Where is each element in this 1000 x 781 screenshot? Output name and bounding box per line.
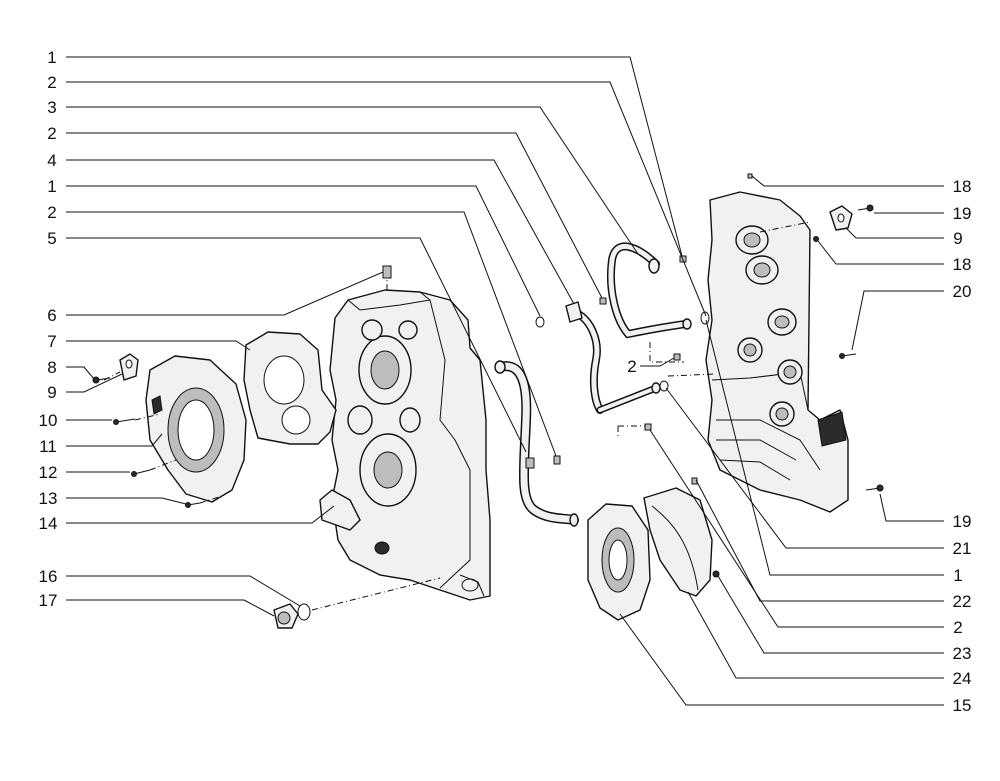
leader-lines [66,56,944,706]
callout-15: 15 [953,696,972,715]
callout-1: 1 [47,48,56,67]
callout-2: 2 [627,357,636,376]
part-11-cover [145,355,247,503]
callout-11: 11 [39,437,57,456]
callout-10: 10 [39,411,58,430]
part-12-bolt [131,469,151,477]
callout-2: 2 [47,124,56,143]
callout-22: 22 [953,592,972,611]
callout-19: 19 [953,204,972,223]
callout-21: 21 [953,539,972,558]
callout-9: 9 [953,229,962,248]
callout-3: 3 [47,98,56,117]
callout-8: 8 [47,358,56,377]
callout-9: 9 [47,383,56,402]
callout-2: 2 [47,73,56,92]
callout-7: 7 [47,332,56,351]
assembly-centerlines [103,221,811,611]
callout-23: 23 [953,644,972,663]
callout-1: 1 [953,566,962,585]
part-15-disc [587,503,651,621]
callout-1: 1 [47,177,56,196]
callout-16: 16 [39,567,58,586]
part-9-lifting-eye-right [829,205,853,231]
callout-17: 17 [39,591,58,610]
callout-18: 18 [953,177,972,196]
part-21-pipe [596,380,669,414]
callout-12: 12 [39,463,58,482]
callout-labels: 1 2 3 2 4 1 2 5 6 7 8 9 10 11 12 13 14 1… [39,48,972,715]
part-18-plug-top [747,173,753,179]
callout-2: 2 [47,203,56,222]
part-7-gasket [243,331,337,445]
callout-13: 13 [39,489,58,508]
callout-24: 24 [953,669,972,688]
part-3-tube [607,242,692,339]
callout-18: 18 [953,255,972,274]
callout-14: 14 [39,514,58,533]
part-17-cap [273,603,299,629]
part-18-plug-mid [813,236,819,242]
part-4-tube [535,301,604,414]
part-24-shield [643,487,713,597]
callout-6: 6 [47,306,56,325]
callout-20: 20 [953,282,972,301]
part-9-lifting-eye-left [119,353,139,381]
part-13-bolt [185,502,201,508]
callout-5: 5 [47,229,56,248]
callout-19: 19 [953,512,972,531]
part-20-bolt [839,353,857,359]
part-5-pipe [494,360,579,527]
part-19-bolt-bottom [865,484,884,492]
part-rear-cover [705,191,849,513]
callout-4: 4 [47,151,56,170]
part-10-bolt [113,418,136,425]
callout-2: 2 [953,618,962,637]
part-19-bolt-top [857,204,874,212]
housing-plug [382,265,392,279]
part-16-o-ring [297,603,311,621]
part-14-housing [319,289,491,601]
